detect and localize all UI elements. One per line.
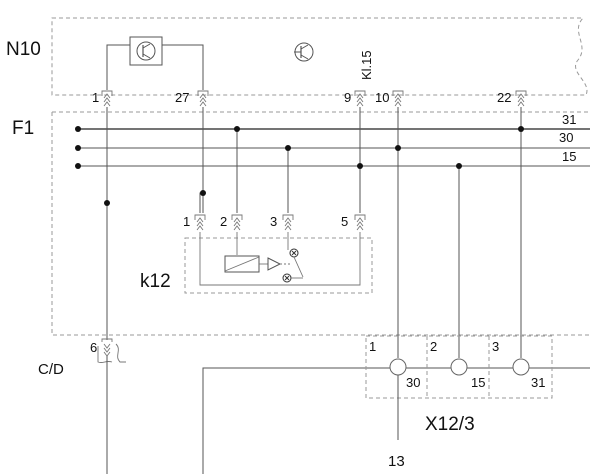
svg-text:3: 3 — [270, 214, 277, 229]
transistor-icon — [294, 42, 314, 62]
svg-text:1: 1 — [92, 90, 99, 105]
cd-connector: C/D 6 — [38, 338, 126, 378]
x12-socket-1: 1 30 — [369, 339, 420, 390]
svg-text:30: 30 — [559, 130, 573, 145]
svg-text:5: 5 — [341, 214, 348, 229]
n10-pin-27: 27 — [175, 90, 209, 107]
svg-text:6: 6 — [90, 340, 97, 355]
n10-module: N10 — [6, 17, 588, 96]
k12-pin-3: 3 — [270, 214, 294, 231]
cd-label: C/D — [38, 361, 64, 378]
k12-pin-5: 5 — [341, 214, 366, 231]
svg-text:22: 22 — [497, 90, 511, 105]
kl15-label: Kl.15 — [359, 50, 374, 80]
svg-text:1: 1 — [369, 339, 376, 354]
n10-pin-9: 9 — [344, 90, 366, 107]
x12-connector: X12/3 — [365, 335, 553, 435]
svg-text:31: 31 — [562, 112, 576, 127]
svg-text:15: 15 — [562, 149, 576, 164]
n10-pin-1: 1 — [92, 90, 113, 107]
svg-text:3: 3 — [492, 339, 499, 354]
f1-label: F1 — [12, 118, 34, 139]
svg-text:2: 2 — [430, 339, 437, 354]
n10-label: N10 — [6, 39, 41, 60]
x12-label: X12/3 — [425, 414, 475, 435]
svg-text:9: 9 — [344, 90, 351, 105]
transistor-icon — [129, 36, 163, 66]
n10-pin-10: 10 — [375, 90, 404, 107]
svg-text:31: 31 — [531, 375, 545, 390]
svg-text:30: 30 — [406, 375, 420, 390]
svg-text:15: 15 — [471, 375, 485, 390]
svg-text:10: 10 — [375, 90, 389, 105]
n10-pin-22: 22 — [497, 90, 527, 107]
bus-15: 15 — [78, 149, 590, 167]
k12-relay: k12 — [140, 237, 373, 294]
x12-socket-3: 3 31 — [492, 339, 545, 390]
svg-text:2: 2 — [220, 214, 227, 229]
k12-pin-1: 1 — [183, 214, 206, 231]
x12-socket-2: 2 15 — [430, 339, 485, 390]
svg-text:1: 1 — [183, 214, 190, 229]
bus-30: 30 — [78, 130, 590, 149]
k12-label: k12 — [140, 271, 171, 292]
svg-text:27: 27 — [175, 90, 189, 105]
f1-region: F1 — [12, 111, 590, 336]
bus-31: 31 — [78, 112, 590, 130]
k12-pin-2: 2 — [220, 214, 243, 231]
wire-13-label: 13 — [388, 453, 405, 470]
